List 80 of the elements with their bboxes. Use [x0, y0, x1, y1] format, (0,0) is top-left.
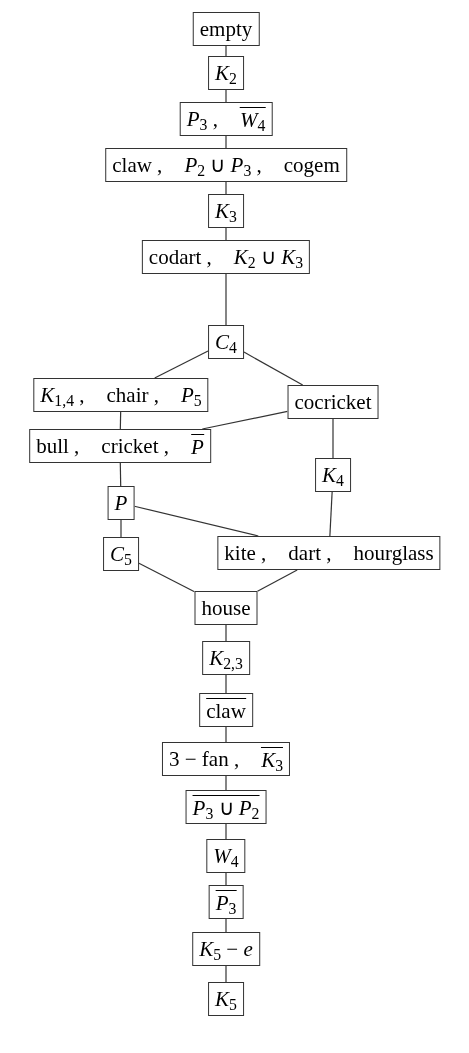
math-label: cogem [283, 152, 340, 179]
label-box [192, 12, 260, 46]
connector-line [225, 674, 227, 694]
math-label: P$_{5}$ [181, 382, 202, 409]
connector-line [133, 505, 259, 537]
math-label: K$_{2,3}$ [209, 645, 243, 672]
math-label: W$_{4}$ [213, 843, 239, 870]
label-box [208, 982, 244, 1016]
label-box [33, 378, 209, 412]
label-box [161, 742, 291, 776]
math-label: P$_{2}$ ∪ P$_{3}$ , [184, 152, 262, 179]
math-label: P$_{3}$ , [186, 106, 218, 133]
label-box [107, 486, 135, 520]
label-box [217, 536, 441, 570]
connector-line [256, 569, 298, 592]
label-box [192, 932, 260, 966]
math-label: kite , [224, 540, 267, 567]
math-label: dart , [288, 540, 332, 567]
label-box [206, 839, 246, 873]
math-label: P [191, 434, 204, 458]
connector-line [120, 519, 122, 538]
math-label: C$_{4}$ [215, 329, 237, 356]
math-label: house [201, 595, 251, 622]
math-label: claw , [112, 152, 163, 179]
connector-line [225, 45, 227, 57]
connector-line [332, 418, 334, 459]
math-label: claw [206, 698, 246, 722]
connector-line [154, 350, 209, 379]
math-label: W$_{4}$ [239, 107, 266, 131]
label-box [103, 537, 139, 571]
math-label: P$_{3}$ ∪ P$_{2}$ [192, 795, 260, 819]
math-label: K$_{4}$ [322, 462, 344, 489]
math-label: K$_{5}$ − e [199, 936, 253, 963]
connector-line [138, 562, 196, 593]
math-label: K$_{5}$ [215, 986, 237, 1013]
connector-line [225, 89, 227, 103]
math-label: K$_{3}$ [215, 198, 237, 225]
label-box [141, 240, 311, 274]
connector-line [225, 135, 227, 149]
label-box [29, 429, 211, 463]
connector-line [243, 351, 304, 386]
connector-line [225, 624, 227, 642]
label-box [208, 56, 244, 90]
connector-line [225, 775, 227, 791]
label-box [287, 385, 379, 419]
connector-line [225, 823, 227, 840]
math-label: P [114, 490, 128, 517]
connector-line [329, 491, 333, 537]
math-label: chair , [106, 382, 159, 409]
math-label: P$_{3}$ [215, 890, 237, 914]
label-box [202, 641, 250, 675]
math-label: 3 − fan , [168, 746, 240, 773]
label-box [208, 194, 244, 228]
label-box [199, 693, 253, 727]
label-box [315, 458, 351, 492]
math-label: hourglass [353, 540, 434, 567]
connector-line [225, 181, 227, 195]
math-label: K$_{3}$ [261, 747, 284, 771]
connector-line [225, 273, 227, 326]
math-label: codart , [148, 244, 212, 271]
label-box [208, 885, 244, 919]
connector-line [225, 965, 227, 983]
math-label: K$_{2}$ ∪ K$_{3}$ [233, 244, 304, 271]
label-box [105, 148, 347, 182]
math-label: K$_{2}$ [215, 60, 237, 87]
connector-line [225, 726, 227, 743]
math-label: empty [199, 16, 253, 43]
label-box [185, 790, 267, 824]
connector-line [119, 462, 122, 487]
math-label: bull , [36, 433, 80, 460]
connector-line [225, 918, 227, 933]
label-box [194, 591, 258, 625]
math-label: K$_{1,4}$ , [40, 382, 85, 409]
math-label: C$_{5}$ [110, 541, 132, 568]
connector-line [225, 227, 227, 241]
math-label: cricket , [101, 433, 169, 460]
label-box [179, 102, 273, 136]
connector-line [225, 872, 227, 886]
math-label: cocricket [294, 389, 372, 416]
label-box [208, 325, 244, 359]
